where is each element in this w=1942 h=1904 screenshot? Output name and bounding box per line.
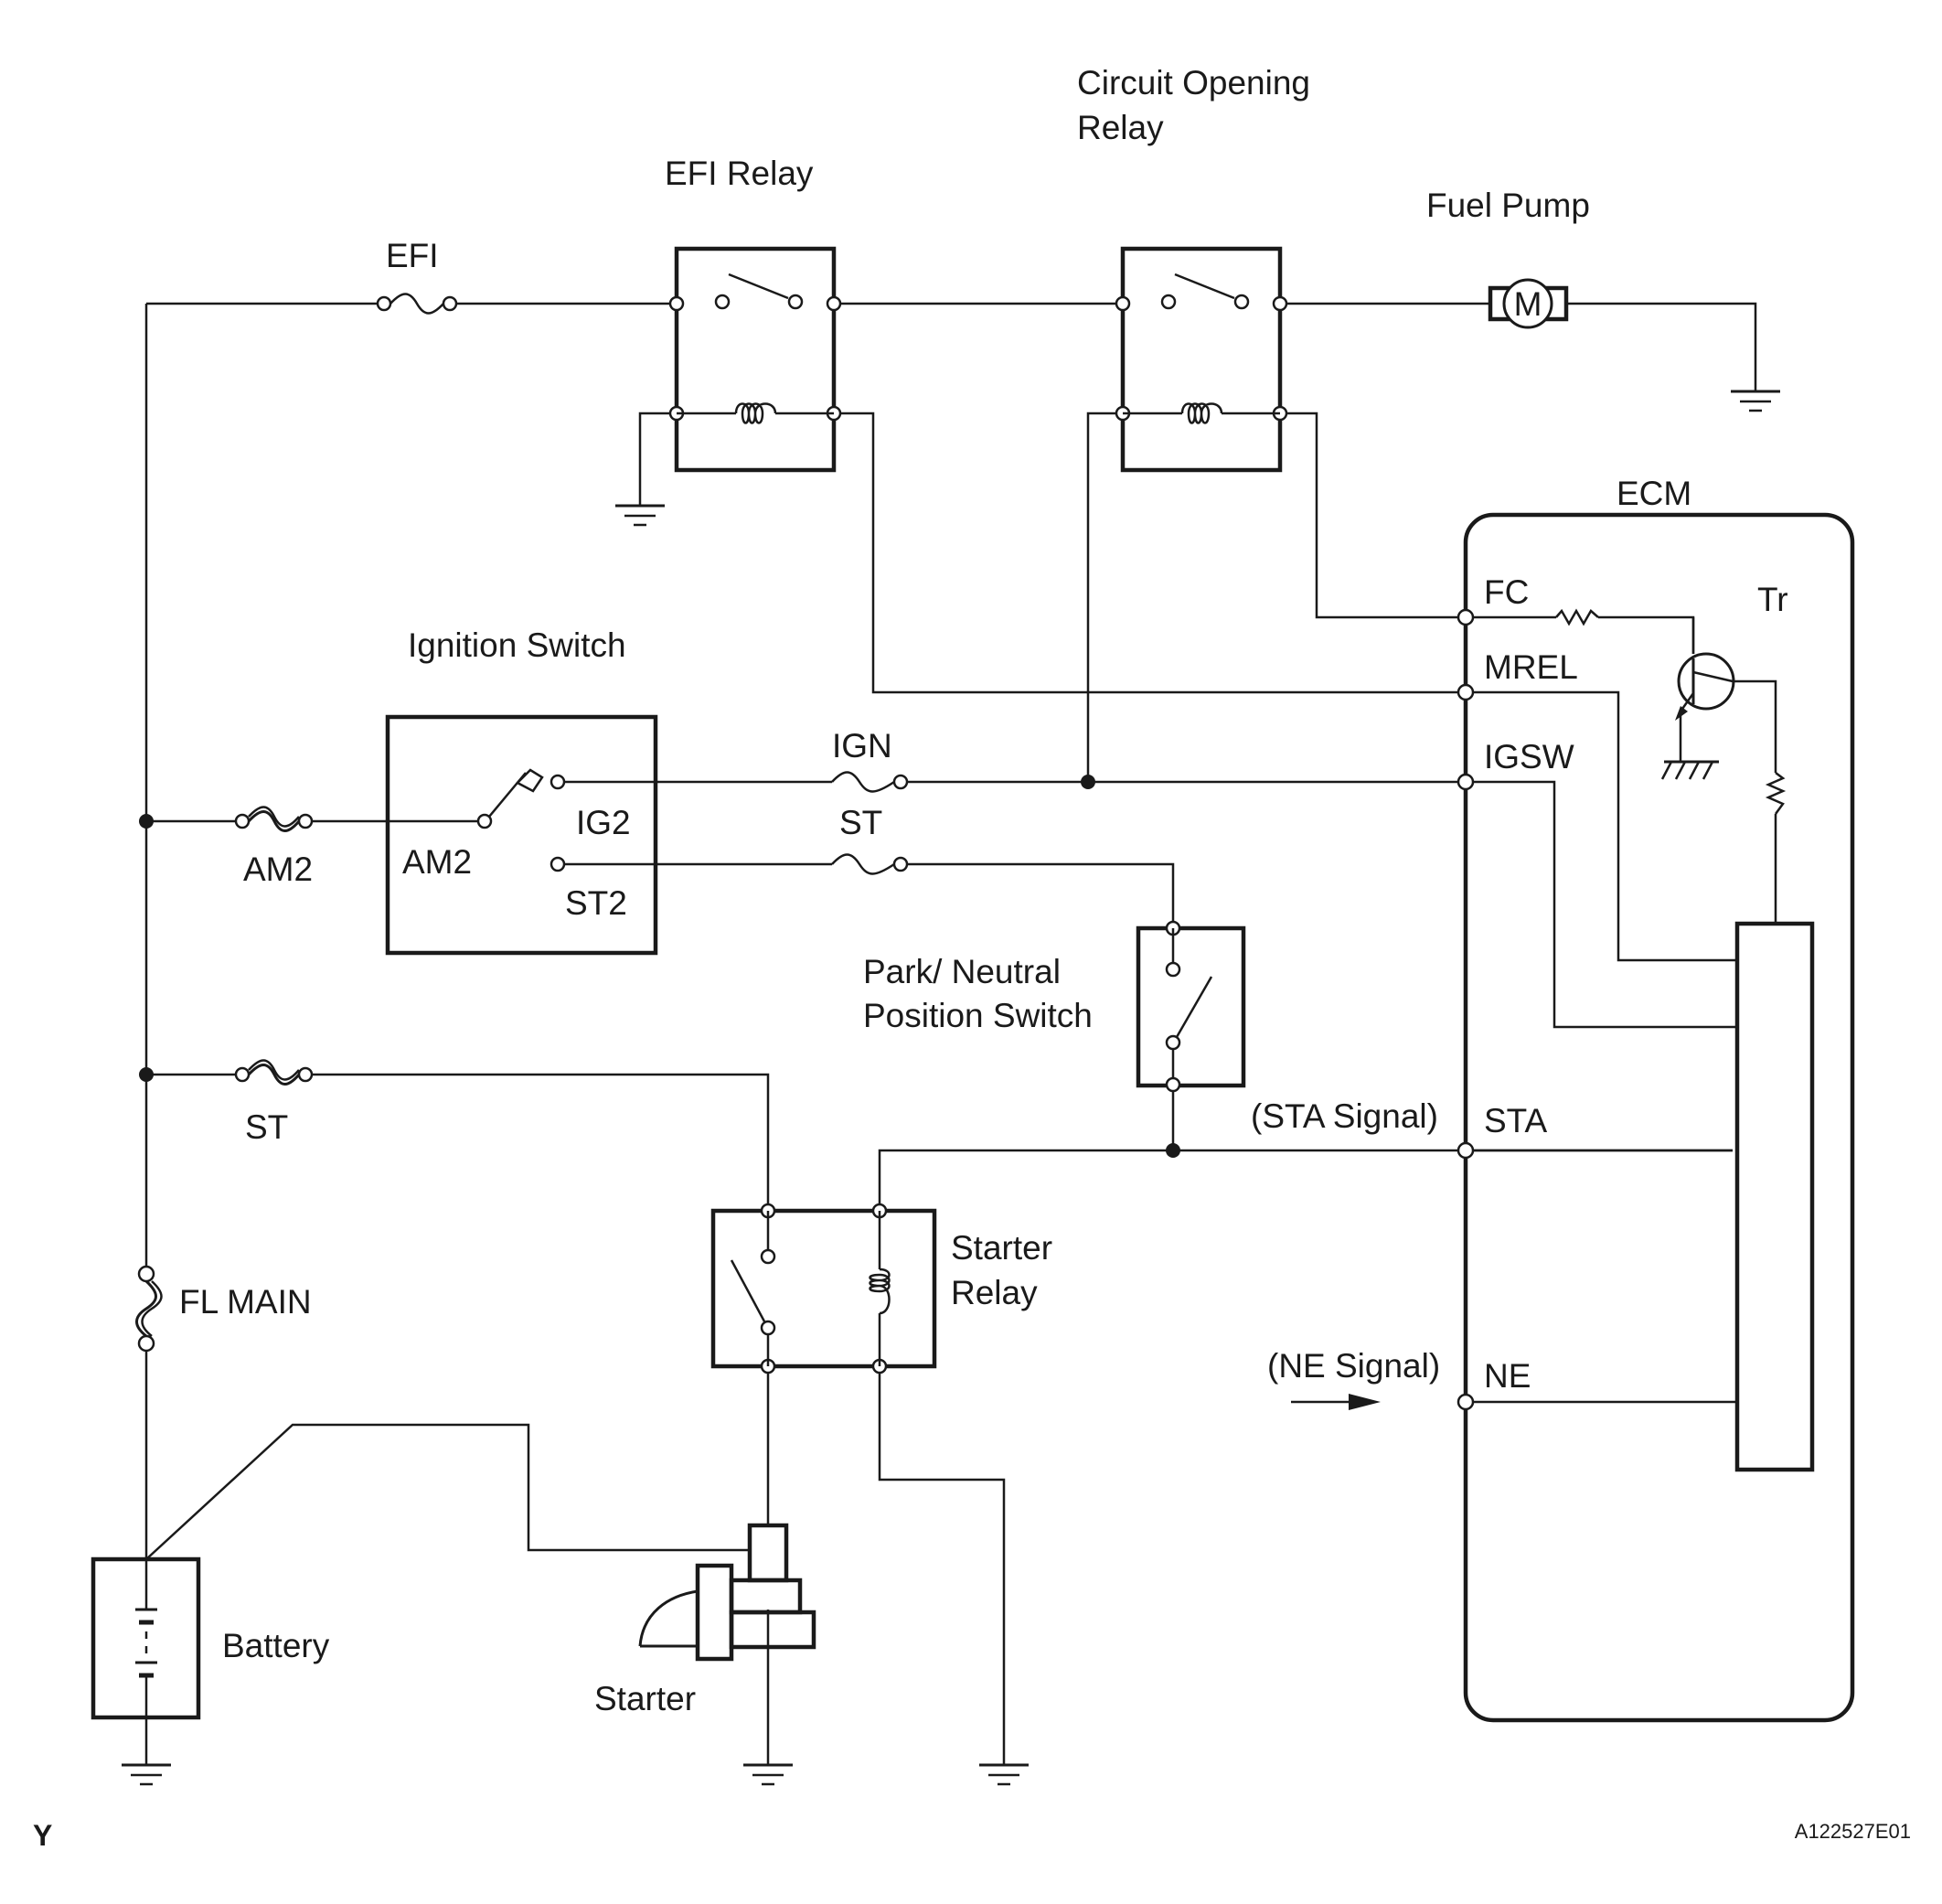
efi-relay xyxy=(668,246,842,473)
am2-switch-terminal-label: AM2 xyxy=(402,843,472,881)
ecm-label: ECM xyxy=(1617,475,1691,512)
am2-fuse-label: AM2 xyxy=(243,850,313,888)
park-neutral-position-switch xyxy=(1136,920,1246,1093)
ig2-terminal-label: IG2 xyxy=(576,804,631,841)
sta-terminal-label: STA xyxy=(1484,1102,1548,1139)
park-neutral-switch-label-2: Position Switch xyxy=(863,997,1093,1034)
fl-main-fuse-label: FL MAIN xyxy=(179,1283,312,1321)
battery-label: Battery xyxy=(222,1627,330,1664)
tr-label: Tr xyxy=(1757,581,1788,618)
ecm-block xyxy=(1349,512,1855,1723)
ign-fuse-label: IGN xyxy=(832,727,892,765)
ne-terminal-label: NE xyxy=(1484,1357,1531,1395)
efi-fuse-label: EFI xyxy=(386,237,439,274)
st2-terminal-label: ST2 xyxy=(565,884,627,922)
motor-symbol: M xyxy=(1514,285,1542,323)
fuse-am2 xyxy=(234,806,314,832)
fc-terminal-label: FC xyxy=(1484,573,1529,611)
circuit-opening-relay-label-1: Circuit Opening xyxy=(1077,64,1310,102)
labels: Circuit Opening Relay EFI Relay Fuel Pum… xyxy=(33,64,1911,1852)
park-neutral-switch-label-1: Park/ Neutral xyxy=(863,953,1061,990)
ne-signal-label: (NE Signal) xyxy=(1267,1347,1440,1385)
fuel-pump-motor: M xyxy=(1488,278,1569,329)
igsw-terminal-label: IGSW xyxy=(1484,738,1574,776)
circuit-opening-relay xyxy=(1115,246,1288,473)
fuse-ign xyxy=(831,771,909,793)
fuel-pump-label: Fuel Pump xyxy=(1426,187,1590,224)
ignition-switch xyxy=(385,714,658,956)
starter-relay-label-2: Relay xyxy=(951,1274,1038,1311)
mrel-terminal-label: MREL xyxy=(1484,648,1578,686)
sta-signal-label: (STA Signal) xyxy=(1251,1097,1438,1135)
fuse-st-upper xyxy=(831,853,909,875)
wires xyxy=(144,302,1777,1765)
fuse-fl-main xyxy=(135,1265,163,1353)
efi-relay-label: EFI Relay xyxy=(665,155,814,192)
starter-motor xyxy=(638,1523,816,1662)
corner-mark: Y xyxy=(33,1819,52,1852)
starter-label: Starter xyxy=(594,1680,696,1717)
ignition-switch-label: Ignition Switch xyxy=(408,626,626,664)
battery-symbol xyxy=(91,1556,201,1720)
ground-symbols xyxy=(120,390,1782,1786)
circuit-opening-relay-label-2: Relay xyxy=(1077,109,1164,146)
st-fuse-lower-label: ST xyxy=(245,1108,288,1146)
fuse-st-lower xyxy=(234,1059,314,1086)
fuse-efi xyxy=(376,293,458,315)
starter-relay-label-1: Starter xyxy=(951,1229,1052,1267)
figure-code: A122527E01 xyxy=(1795,1820,1911,1843)
st-fuse-upper-label: ST xyxy=(839,804,882,841)
junction-dots xyxy=(139,775,1180,1158)
starter-relay xyxy=(710,1203,937,1375)
